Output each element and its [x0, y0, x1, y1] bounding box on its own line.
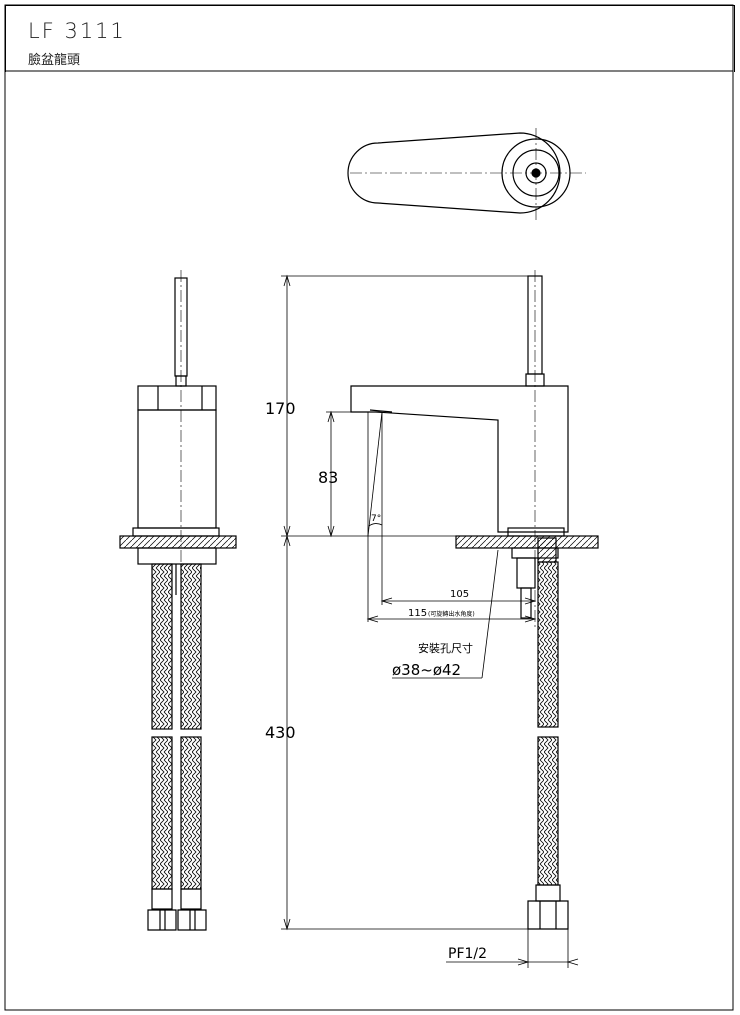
dim-83: 83: [318, 468, 338, 487]
outer-frame: [4, 4, 734, 1011]
front-view: [119, 270, 237, 931]
top-view: [347, 128, 586, 220]
thread-size: PF1/2: [448, 946, 487, 962]
model-number: LF 3111: [28, 19, 126, 43]
dimension-lines: [281, 274, 579, 968]
dim-430: 430: [265, 723, 296, 742]
hole-label: 安裝孔尺寸: [418, 641, 473, 655]
dim-115-note: (可旋轉出水角度): [428, 610, 475, 618]
dim-angle: 7°: [371, 514, 381, 524]
dim-105: 105: [450, 589, 469, 600]
product-name: 臉盆龍頭: [28, 53, 81, 68]
hole-size: ø38~ø42: [392, 661, 461, 679]
dim-170: 170: [265, 399, 296, 418]
dim-115: 115: [408, 608, 427, 619]
